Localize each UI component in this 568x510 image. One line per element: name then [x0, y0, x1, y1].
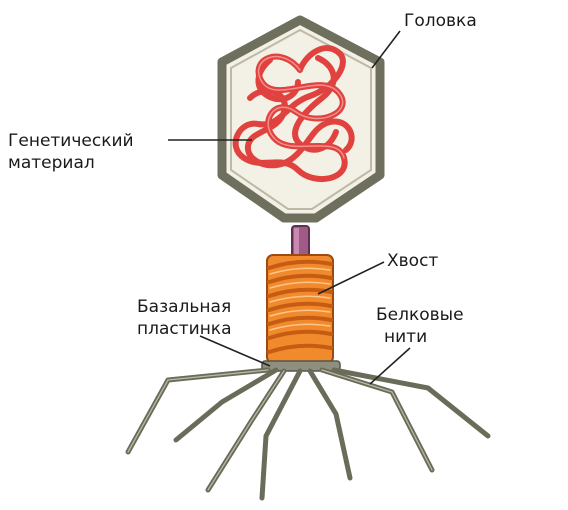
pointer-lines	[168, 30, 411, 385]
tail-fibers	[125, 367, 491, 501]
label-protein-fibers: Белковые нити	[376, 305, 464, 347]
label-base-plate: Базальная пластинка	[137, 297, 232, 339]
pointer-head	[371, 30, 401, 69]
phage-head-inner-edge	[230, 28, 372, 210]
label-genetic-material: Генетический материал	[8, 131, 134, 173]
pointer-base	[199, 335, 271, 367]
pointer-tail	[317, 261, 385, 295]
tail-sheath	[266, 254, 334, 364]
label-tail: Хвост	[387, 251, 439, 271]
label-head: Головка	[404, 11, 477, 31]
pointer-fibers	[369, 347, 411, 385]
